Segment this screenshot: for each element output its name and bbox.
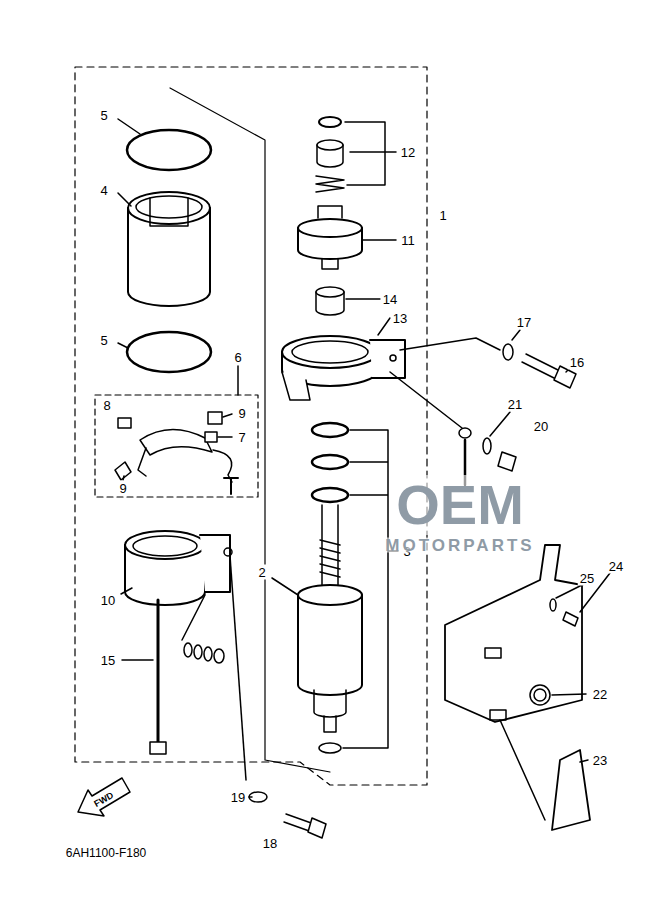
callout-number: 13 (391, 311, 409, 326)
callout-number: 14 (381, 292, 399, 307)
callout-number: 10 (99, 593, 117, 608)
callout-number: 8 (101, 398, 112, 413)
callout-number: 2 (256, 565, 267, 580)
callout-number: 21 (506, 397, 524, 412)
callout-number: 17 (515, 315, 533, 330)
callout-number: 5 (98, 333, 109, 348)
watermark-text: OEM (394, 475, 526, 535)
callout-number: 4 (98, 183, 109, 198)
callout-number: 9 (236, 406, 247, 421)
figure-code: 6AH1100-F180 (64, 846, 149, 861)
callout-number: 24 (607, 559, 625, 574)
direction-label: FWD (90, 787, 119, 812)
callout-number: 1 (437, 208, 448, 223)
callout-number: 7 (236, 430, 247, 445)
callout-number: 6 (232, 350, 243, 365)
callout-number: 23 (591, 753, 609, 768)
callout-number: 18 (261, 836, 279, 851)
callout-number: 20 (532, 419, 550, 434)
callout-number: 12 (399, 145, 417, 160)
callout-number: 22 (591, 687, 609, 702)
callout-number: 16 (568, 355, 586, 370)
callout-number: 5 (98, 108, 109, 123)
callout-number: 11 (399, 233, 417, 248)
callout-number: 9 (117, 481, 128, 496)
watermark-text: MOTORPARTS (383, 538, 536, 553)
callout-number: 15 (99, 653, 117, 668)
callout-number: 19 (229, 790, 247, 805)
callout-number: 25 (578, 571, 596, 586)
